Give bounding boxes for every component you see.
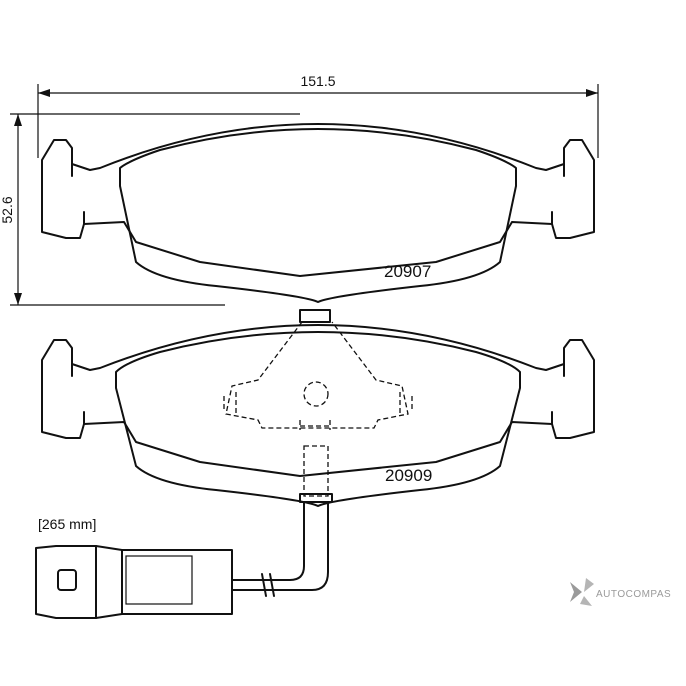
bottom-pad-number: 20909 [385, 466, 432, 485]
bottom-brake-pad: 20909 [41, 309, 595, 507]
bottom-pad-friction-material [115, 331, 521, 507]
sensor-cable [231, 501, 329, 591]
sensor-connector [35, 545, 233, 619]
bottom-pad-backing-plate [41, 324, 595, 477]
watermark: AUTOCOMPAS [570, 578, 671, 606]
wear-sensor: [265 mm] [35, 445, 333, 619]
hidden-spring-clip [223, 321, 413, 430]
width-dimension: 151.5 [37, 73, 599, 158]
watermark-text: AUTOCOMPAS [596, 589, 671, 600]
width-label: 151.5 [300, 73, 335, 89]
top-pad-number: 20907 [384, 262, 431, 281]
sensor-probe [303, 445, 329, 497]
hidden-pin-circle [303, 381, 329, 407]
height-dimension: 52.6 [0, 113, 300, 306]
top-brake-pad: 20907 [41, 123, 595, 303]
sensor-tab [299, 309, 331, 323]
height-label: 52.6 [0, 196, 15, 223]
autocompas-logo-icon [570, 578, 594, 606]
sensor-collar [299, 493, 333, 503]
top-pad-backing-plate [41, 123, 595, 277]
top-pad-friction-material [119, 128, 517, 303]
cable-length-label: [265 mm] [38, 516, 96, 532]
